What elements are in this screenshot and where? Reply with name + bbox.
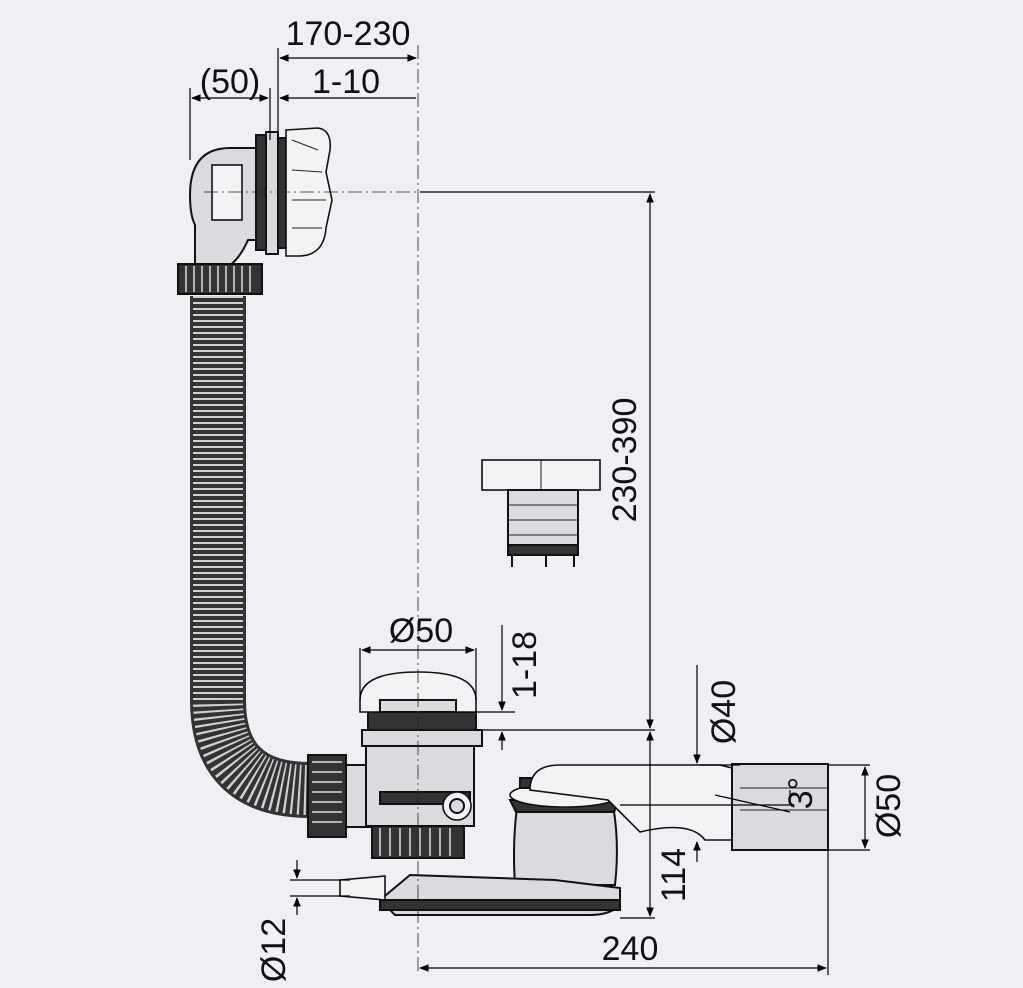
center-lines [204,45,420,975]
label-plug-diameter: Ø50 [389,612,453,650]
drain-body [361,711,483,859]
label-length: 240 [602,930,659,968]
spare-plug-cap [481,459,601,567]
dimension-lines [191,54,869,972]
flexible-hose [190,296,311,818]
label-trap-inlet: Ø40 [705,680,743,744]
label-wall-thickness: 1-10 [312,63,380,101]
label-plug-lift: 1-18 [506,631,544,699]
label-height-range: 230-390 [606,398,644,523]
label-overflow-offset: 170-230 [286,15,411,53]
label-overflow-depth: (50) [200,63,260,101]
label-trap-height: 114 [655,848,693,902]
label-hose-nozzle: Ø12 [255,918,293,982]
overflow-head [188,127,333,266]
label-slope: 3° [782,777,820,810]
overflow-nut [177,263,263,295]
label-trap-outlet: Ø50 [870,774,908,838]
siphon-trap [508,763,829,886]
dimension-labels: 170-230 (50) 1-10 230-390 Ø50 1-18 Ø40 3… [200,15,908,982]
base-plate [339,873,621,916]
